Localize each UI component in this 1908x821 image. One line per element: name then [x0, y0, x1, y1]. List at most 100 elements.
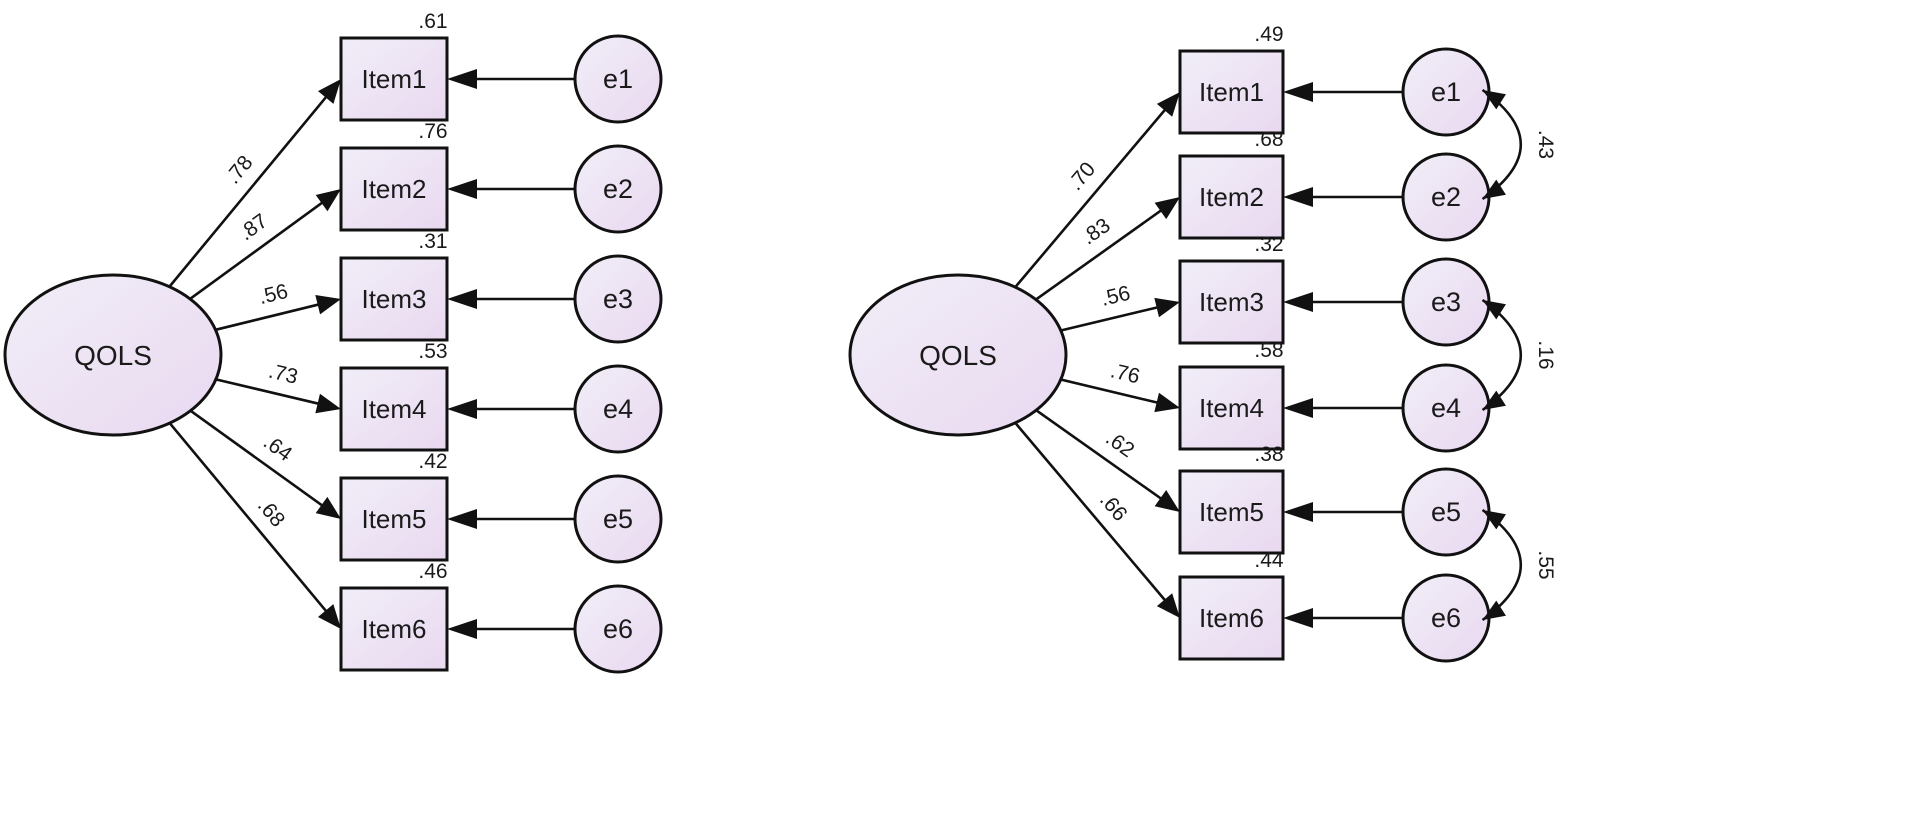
covariance-arrowhead — [1482, 390, 1506, 410]
item-label: Item2 — [361, 174, 426, 204]
loading-arrowhead — [1156, 92, 1180, 117]
covariance-arrowhead — [1482, 90, 1506, 110]
error-label: e6 — [1431, 603, 1461, 633]
loading-value: .73 — [266, 360, 300, 389]
loading-path — [168, 422, 333, 619]
covariance-arc — [1481, 88, 1522, 201]
loading-path — [189, 409, 331, 512]
error-arrowhead — [1283, 608, 1313, 628]
error-circle — [573, 584, 663, 674]
error-circle — [573, 364, 663, 454]
error-arrowhead — [447, 619, 477, 639]
loading-arrowhead — [1154, 297, 1180, 318]
item-label: Item1 — [1199, 77, 1264, 107]
error-arrowhead — [447, 289, 477, 309]
loading-value: .68 — [253, 494, 289, 531]
item-box — [339, 256, 449, 342]
error-arrowhead — [1283, 398, 1313, 418]
r-squared-value: .68 — [1254, 128, 1283, 151]
loading-path — [1014, 102, 1172, 289]
error-arrowhead — [1283, 502, 1313, 522]
error-arrowhead — [1283, 82, 1313, 102]
loading-arrowhead — [315, 393, 341, 414]
item-box — [1178, 575, 1285, 661]
loading-arrowhead — [1154, 489, 1180, 512]
loading-path — [1060, 378, 1167, 406]
covariance-arc — [1481, 508, 1522, 622]
loading-arrowhead — [1154, 197, 1180, 220]
r-squared-value: .76 — [418, 120, 447, 143]
error-arrowhead — [447, 399, 477, 419]
error-label: e2 — [603, 174, 633, 204]
r-squared-value: .32 — [1254, 233, 1283, 256]
item-label: Item4 — [1199, 393, 1264, 423]
loading-value: .83 — [1077, 214, 1114, 250]
error-label: e1 — [1431, 77, 1461, 107]
covariance-arrowhead — [1482, 600, 1506, 620]
item-label: Item6 — [361, 614, 426, 644]
error-arrowhead — [447, 69, 477, 89]
r-squared-value: .31 — [418, 230, 447, 253]
loading-path — [189, 196, 331, 300]
item-label: Item6 — [1199, 603, 1264, 633]
error-label: e3 — [1431, 287, 1461, 317]
error-arrowhead — [447, 179, 477, 199]
item-label: Item5 — [361, 504, 426, 534]
loading-path — [168, 89, 333, 288]
loading-path — [215, 378, 328, 407]
loading-path — [215, 301, 328, 332]
loading-arrowhead — [1156, 593, 1180, 618]
item-label: Item3 — [361, 284, 426, 314]
r-squared-value: .53 — [418, 340, 447, 363]
loading-arrowhead — [315, 295, 341, 315]
error-label: e5 — [1431, 497, 1461, 527]
loading-arrowhead — [1154, 392, 1180, 413]
covariance-value: .55 — [1534, 550, 1557, 579]
error-label: e1 — [603, 64, 633, 94]
loading-value: .78 — [221, 151, 257, 188]
error-circle — [573, 144, 663, 234]
loading-arrowhead — [317, 604, 341, 629]
loading-value: .70 — [1064, 158, 1100, 195]
loading-arrowhead — [315, 496, 341, 519]
error-arrowhead — [1283, 187, 1313, 207]
loading-value: .64 — [259, 430, 296, 466]
loading-arrowhead — [315, 189, 341, 212]
loading-value: .62 — [1101, 427, 1138, 463]
error-label: e3 — [603, 284, 633, 314]
item-label: Item1 — [361, 64, 426, 94]
covariance-arrowhead — [1482, 300, 1506, 320]
r-squared-value: .61 — [418, 10, 447, 33]
error-circle — [573, 34, 663, 124]
loading-value: .66 — [1095, 489, 1131, 526]
covariance-value: .43 — [1534, 130, 1557, 159]
item-box — [1178, 49, 1285, 135]
item-box — [339, 476, 449, 562]
item-box — [339, 146, 449, 232]
loading-path — [1060, 304, 1167, 332]
r-squared-value: .49 — [1254, 23, 1283, 46]
error-label: e2 — [1431, 182, 1461, 212]
loading-value: .56 — [256, 280, 290, 309]
item-box — [339, 36, 449, 122]
item-label: Item4 — [361, 394, 426, 424]
error-circle — [573, 474, 663, 564]
error-label: e5 — [603, 504, 633, 534]
covariance-arrowhead — [1482, 179, 1506, 199]
item-box — [339, 586, 449, 672]
r-squared-value: .38 — [1254, 443, 1283, 466]
covariance-arc — [1481, 298, 1522, 412]
loading-path — [1014, 421, 1172, 608]
covariance-arrowhead — [1482, 510, 1506, 530]
r-squared-value: .42 — [418, 450, 447, 473]
latent-label: QOLS — [919, 340, 997, 371]
r-squared-value: .44 — [1254, 549, 1284, 572]
r-squared-value: .46 — [418, 560, 447, 583]
latent-ellipse — [848, 273, 1068, 437]
item-box — [1178, 154, 1285, 240]
error-arrowhead — [447, 509, 477, 529]
loading-path — [1035, 409, 1169, 505]
